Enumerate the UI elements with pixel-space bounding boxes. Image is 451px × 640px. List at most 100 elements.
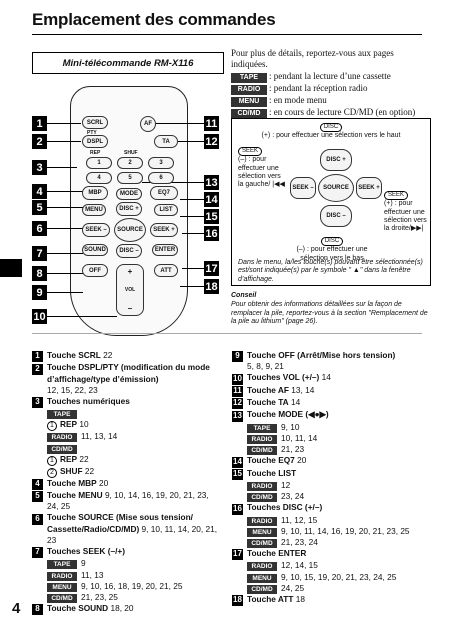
list-item: 5 Touche MENU 9, 10, 14, 16, 19, 20, 21,… [32,490,222,512]
section-divider [32,333,422,334]
att-button[interactable]: ATT [154,264,178,277]
leader-line [47,123,81,124]
preset-2-button[interactable]: 2 [117,157,143,169]
sub-pages: 10, 11, 14 [281,432,318,443]
tape-tag: TAPE [47,410,77,420]
item-title: Touche EQ7 [247,455,295,466]
item-title: Touche MODE (◀●▶) [247,409,329,420]
enter-button[interactable]: ENTER [152,244,178,256]
leader-line [142,182,204,183]
item-number: 9 [232,351,243,363]
sub-pages: 11, 12, 15 [281,514,318,525]
callout-1: 1 [32,116,47,131]
item-number: 4 [32,479,43,491]
intro-lead: Pour plus de détails, reportez-vous aux … [231,48,394,70]
leader-line [180,216,204,217]
vol-down-icon: – [127,304,133,313]
sub-pages: 21, 23, 24 [281,536,318,547]
list-item: 11 Touche AF 13, 14 [232,385,432,397]
cdmd-tag: CD/MD [47,444,77,454]
item-pages: 22 [103,350,113,360]
af-button[interactable]: AF [140,116,156,132]
item-pages: 9, 10, 14, 16, 19, 20, 21, 23, 24, 25 [47,490,209,512]
item-number: 11 [232,386,243,397]
remote-model-label: Mini-télécommande RM-X116 [32,52,224,74]
item-title: Touches VOL (+/–) [247,372,320,383]
sub-pages: 9 [81,558,86,569]
leader-line [47,191,83,192]
scrl-button[interactable]: SCRL [82,116,108,129]
seek-right-text: (+) : pour effectuer une sélection vers … [384,200,427,233]
vol-up-icon: + [127,267,133,276]
item-number: 12 [232,398,243,410]
seek-oval: SEEK [238,147,263,157]
preset-3-button[interactable]: 3 [148,157,174,169]
intro-item-text: : en cours de lecture CD/MD (en option) [269,106,416,117]
seek-plus-button[interactable]: SEEK + [150,223,178,237]
disc-minus-button[interactable]: DISC – [116,244,142,258]
cdmd-tag: CD/MD [247,493,277,502]
seek-minus-button[interactable]: SEEK – [82,223,110,237]
list-item: 16 Touches DISC (+/–) [232,502,432,515]
circled-number: 1 [47,455,57,466]
item-title: Touche OFF (Arrêt/Mise hors tension) [247,350,396,360]
off-button[interactable]: OFF [82,264,108,277]
callout-12: 12 [204,134,219,149]
navigation-diagram: DISC (+) : pour effectuer une sélection … [231,118,431,286]
item-pages: 18, 20 [110,603,134,614]
sub-pages: 9, 10, 16, 18, 19, 20, 21, 25 [81,580,183,591]
disc-oval: DISC [319,123,343,133]
sub-pages: 11, 13, 14 [81,431,118,442]
sub-pages: 22 [84,465,95,476]
callout-10: 10 [32,309,47,324]
sub-pages: 21, 23 [281,444,305,454]
sound-button[interactable]: SOUND [82,244,108,256]
radio-tag: RADIO [47,433,77,443]
list-item: 13 Touche MODE (◀●▶) [232,409,432,422]
sub-label: REP [60,419,78,430]
seek-right-caption: SEEK (+) : pour effectuer une sélection … [384,191,430,234]
page-title: Emplacement des commandes [32,10,276,29]
list-item: 2 Touche DSPL/PTY (modification du mode … [32,362,222,396]
callout-18: 18 [204,279,219,294]
item-number: 10 [232,373,243,385]
item-number: 6 [32,513,43,525]
list-item: 9 Touche OFF (Arrêt/Mise hors tension)5,… [232,350,432,372]
sub-pages: 9, 10, 15, 19, 20, 21, 23, 24, 25 [281,571,397,582]
leader-line [47,141,81,142]
diagram-note: Dans le menu, la/les touche(s) pouvant ê… [238,259,423,283]
vol-rocker[interactable]: + VOL – [116,264,144,316]
callout-16: 16 [204,226,219,241]
leader-line [180,199,204,200]
source-button[interactable]: SOURCE [114,218,146,242]
diagram-source-button: SOURCE [318,174,354,202]
ta-button[interactable]: TA [154,135,178,148]
cross-pad: DISC + SEEK – SOURCE SEEK + DISC – [290,149,382,233]
item-number: 5 [32,491,43,503]
list-item: 3 Touches numériques [32,396,222,409]
item-title: Touche MENU [47,490,103,501]
preset-1-button[interactable]: 1 [86,157,112,169]
preset-6-button[interactable]: 6 [148,172,174,184]
list-button[interactable]: LIST [154,204,178,216]
callout-3: 3 [32,160,47,175]
disc-plus-button[interactable]: DISC + [116,202,142,216]
mbp-button[interactable]: MBP [82,186,108,200]
menu-button[interactable]: MENU [82,204,106,216]
dspl-button[interactable]: DSPL [82,135,108,148]
list-item: 7 Touches SEEK (–/+) [32,546,222,559]
control-list-right: 9 Touche OFF (Arrêt/Mise hors tension)5,… [232,350,432,607]
preset-4-button[interactable]: 4 [86,172,112,184]
eq7-button[interactable]: EQ7 [150,186,178,200]
leader-line [182,233,204,234]
seek-left-caption: SEEK (–) : pour effectuer une sélection … [238,147,288,190]
preset-5-button[interactable]: 5 [117,172,143,184]
intro-item-text: : en mode menu [269,94,327,105]
cdmd-tag: CD/MD [247,538,277,548]
item-pages: 14 [321,372,331,383]
mode-button[interactable]: MODE [116,188,142,200]
